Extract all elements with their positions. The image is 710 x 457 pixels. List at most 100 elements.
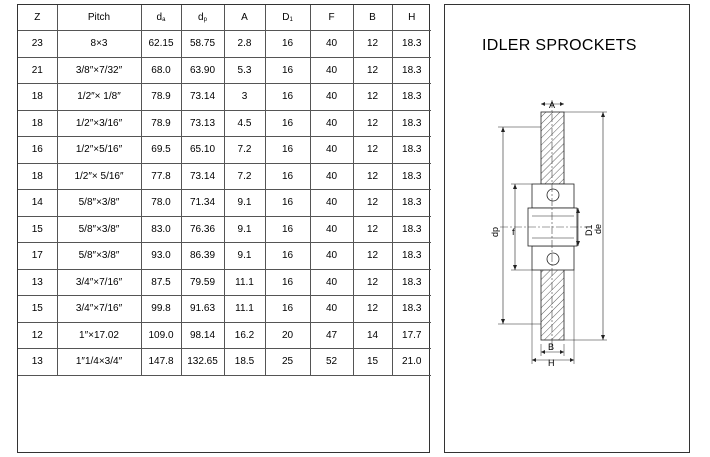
cell-h: 18.3	[391, 268, 431, 296]
cell-a: 5.3	[223, 56, 266, 84]
cell-d1: 20	[264, 321, 311, 349]
dim-label-d1: D1	[584, 224, 594, 236]
cell-h: 18.3	[391, 189, 431, 217]
cell-f: 40	[309, 30, 354, 58]
cell-f: 40	[309, 109, 354, 137]
cell-dp: 65.10	[180, 136, 225, 164]
cell-a: 16.2	[223, 321, 266, 349]
cell-da: 83.0	[140, 215, 182, 243]
cell-dp: 73.14	[180, 162, 225, 190]
cell-f: 40	[309, 242, 354, 270]
cell-h: 18.3	[391, 242, 431, 270]
cell-dp: 58.75	[180, 30, 225, 58]
sprocket-tooth-top	[540, 111, 565, 185]
header-dp-main: d	[198, 12, 204, 23]
cell-h: 18.3	[391, 136, 431, 164]
dim-label-dp: dp	[490, 227, 500, 237]
cell-d1: 25	[264, 348, 311, 376]
cell-z: 13	[18, 268, 58, 296]
header-d1: D1	[264, 5, 311, 31]
cell-dp: 73.13	[180, 109, 225, 137]
cell-d1: 16	[264, 56, 311, 84]
cell-pitch: 5/8″×3/8″	[56, 242, 142, 270]
cell-h: 17.7	[391, 321, 431, 349]
cell-b: 12	[352, 215, 393, 243]
cell-pitch: 1/2″× 1/8″	[56, 83, 142, 111]
cell-h: 21.0	[391, 348, 431, 376]
cell-d1: 16	[264, 215, 311, 243]
cell-b: 12	[352, 136, 393, 164]
cell-pitch: 3/4″×7/16″	[56, 295, 142, 323]
bearing-ball-bottom	[546, 252, 560, 266]
header-da-main: d	[156, 12, 163, 23]
cell-z: 18	[18, 83, 58, 111]
sprocket-tooth-bottom	[540, 267, 565, 341]
dim-label-de: de	[593, 224, 603, 234]
cell-a: 9.1	[223, 242, 266, 270]
cell-f: 40	[309, 189, 354, 217]
cell-b: 15	[352, 348, 393, 376]
dim-label-f: f	[512, 227, 515, 237]
cell-a: 4.5	[223, 109, 266, 137]
cell-dp: 98.14	[180, 321, 225, 349]
cell-z: 14	[18, 189, 58, 217]
header-d1-sub: 1	[289, 17, 293, 23]
cell-f: 40	[309, 162, 354, 190]
cell-h: 18.3	[391, 109, 431, 137]
cell-pitch: 1/2″×3/16″	[56, 109, 142, 137]
cell-a: 7.2	[223, 136, 266, 164]
cell-f: 40	[309, 215, 354, 243]
cell-h: 18.3	[391, 162, 431, 190]
header-da-sub: a	[162, 17, 166, 23]
bearing-ball-top	[546, 188, 560, 202]
cell-pitch: 1/2″×5/16″	[56, 136, 142, 164]
cell-a: 11.1	[223, 295, 266, 323]
cell-da: 78.0	[140, 189, 182, 217]
cell-pitch: 5/8″×3/8″	[56, 215, 142, 243]
cell-da: 77.8	[140, 162, 182, 190]
dim-label-a: A	[549, 100, 555, 110]
cell-pitch: 1″1/4×3/4″	[56, 348, 142, 376]
cell-pitch: 3/8″×7/32″	[56, 56, 142, 84]
cell-h: 18.3	[391, 30, 431, 58]
cell-dp: 76.36	[180, 215, 225, 243]
cell-b: 12	[352, 189, 393, 217]
cell-h: 18.3	[391, 295, 431, 323]
cell-pitch: 1/2″× 5/16″	[56, 162, 142, 190]
cell-d1: 16	[264, 268, 311, 296]
dim-label-h: H	[548, 358, 555, 368]
cell-f: 52	[309, 348, 354, 376]
header-h: H	[391, 5, 431, 31]
cell-f: 40	[309, 268, 354, 296]
table-header-row: Z Pitch da dp A D1 F B H	[18, 5, 431, 31]
drawing-title: IDLER SPROCKETS	[482, 37, 637, 54]
drawing-panel: IDLER SPROCKETS	[444, 4, 690, 453]
dim-label-b: B	[548, 342, 554, 352]
header-d1-main: D	[282, 12, 290, 23]
cell-dp: 71.34	[180, 189, 225, 217]
cell-h: 18.3	[391, 215, 431, 243]
cell-pitch: 5/8″×3/8″	[56, 189, 142, 217]
cell-f: 40	[309, 56, 354, 84]
cell-b: 12	[352, 162, 393, 190]
cell-a: 9.1	[223, 215, 266, 243]
cell-d1: 16	[264, 162, 311, 190]
cell-z: 16	[18, 136, 58, 164]
header-f: F	[309, 5, 354, 31]
cell-b: 14	[352, 321, 393, 349]
cell-dp: 132.65	[180, 348, 225, 376]
